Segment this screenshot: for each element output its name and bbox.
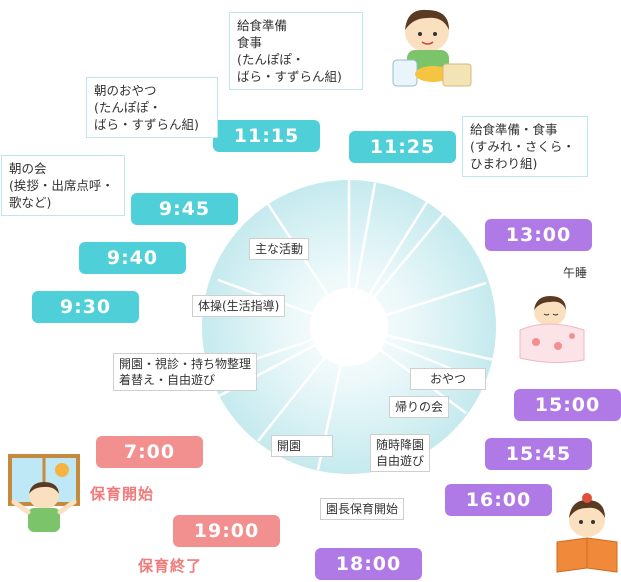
time-700: 7:00 <box>96 436 203 468</box>
label-director: 園長保育開始 <box>320 498 405 520</box>
note-lunch-prep-small: 給食準備 食事 (たんぽぽ・ ばら・すずらん組) <box>229 12 363 90</box>
label-main-activity: 主な活動 <box>249 238 310 260</box>
time-1300: 13:00 <box>485 219 592 251</box>
time-1800: 18:00 <box>315 548 422 580</box>
time-930: 9:30 <box>32 291 139 323</box>
care-start-title: 保育開始 <box>90 485 155 503</box>
child-window-illustration <box>8 454 80 532</box>
time-1545: 15:45 <box>485 438 592 470</box>
time-1900: 19:00 <box>173 515 280 547</box>
label-going-home: 帰りの会 <box>389 396 450 418</box>
label-opening: 開園・視診・持ち物整理 着替え・自由遊び <box>113 353 258 391</box>
care-end-title: 保育終了 <box>138 557 203 575</box>
label-snack: おやつ <box>410 368 486 390</box>
time-1125: 11:25 <box>349 131 456 163</box>
time-1115: 11:15 <box>213 120 320 152</box>
time-945: 9:45 <box>131 193 238 225</box>
note-lunch-prep-big: 給食準備・食事 (すみれ・さくら・ ひまわり組) <box>462 116 588 177</box>
time-1600: 16:00 <box>445 484 552 516</box>
girl-reading-illustration <box>556 493 618 573</box>
label-exercise: 体操(生活指導) <box>192 295 286 317</box>
label-free-play: 随時降園 自由遊び <box>370 434 431 472</box>
sleeping-child-illustration <box>519 296 585 364</box>
time-940: 9:40 <box>79 242 186 274</box>
time-1500: 15:00 <box>514 389 621 421</box>
note-morning-meeting: 朝の会 (挨拶・出席点呼・ 歌など) <box>1 155 125 216</box>
label-nap: 午睡 <box>563 266 588 280</box>
child-eating-illustration <box>392 9 472 87</box>
clock-center <box>310 288 388 366</box>
label-open: 開園 <box>271 435 333 457</box>
note-morning-snack: 朝のおやつ (たんぽぽ・ ばら・すずらん組) <box>86 77 218 138</box>
